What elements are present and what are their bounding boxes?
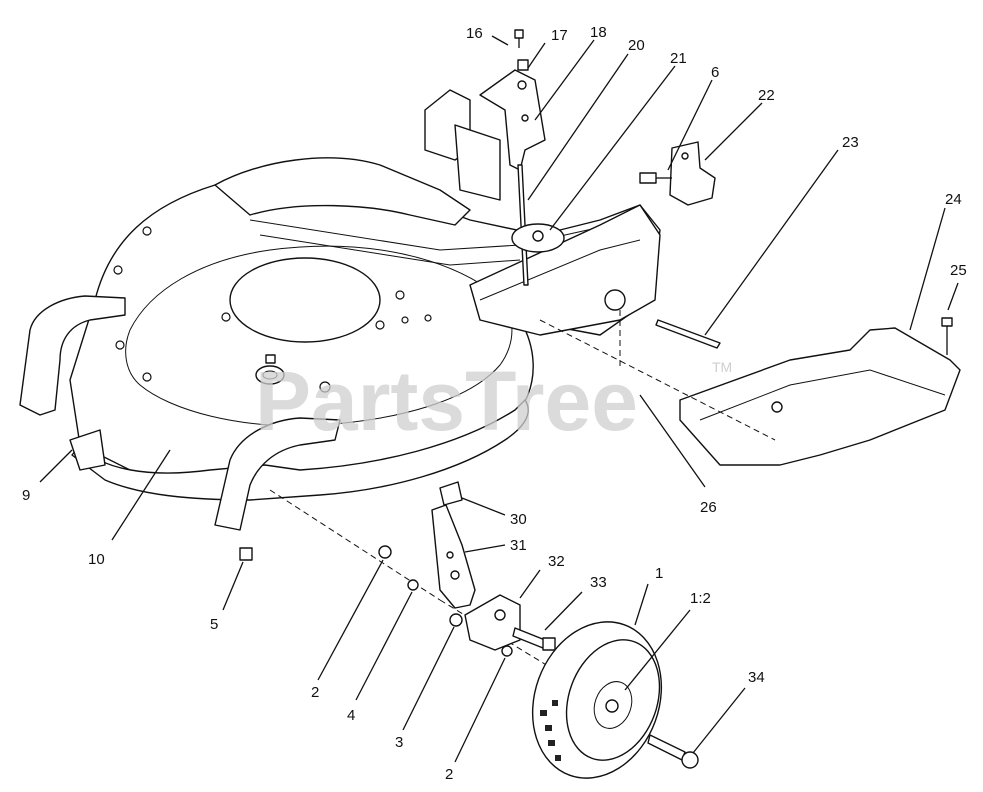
callout-16: 16 [466, 25, 483, 42]
discharge-shield [679, 317, 961, 466]
callout-1-2: 1:2 [690, 590, 711, 607]
leader-lines [39, 35, 959, 763]
watermark-text: PartsTree [255, 354, 638, 448]
callout-9: 9 [22, 487, 30, 504]
callout-4: 4 [347, 707, 355, 724]
callout-26: 26 [700, 499, 717, 516]
callout-20: 20 [628, 37, 645, 54]
watermark-tm: TM [712, 359, 732, 375]
callout-6: 6 [711, 64, 719, 81]
callout-2b: 2 [445, 766, 453, 783]
callout-5: 5 [210, 616, 218, 633]
callout-17: 17 [551, 27, 568, 44]
callout-23: 23 [842, 134, 859, 151]
callout-1: 1 [655, 565, 663, 582]
height-adjust-assembly [479, 29, 721, 349]
callout-10: 10 [88, 551, 105, 568]
callout-31: 31 [510, 537, 527, 554]
callout-24: 24 [945, 191, 962, 208]
callout-25: 25 [950, 262, 967, 279]
callout-34: 34 [748, 669, 765, 686]
callout-21: 21 [670, 50, 687, 67]
callout-3: 3 [395, 734, 403, 751]
callout-18: 18 [590, 24, 607, 41]
callout-32: 32 [548, 553, 565, 570]
callout-22: 22 [758, 87, 775, 104]
callout-30: 30 [510, 511, 527, 528]
callout-2a: 2 [311, 684, 319, 701]
callouts: 16 17 18 20 21 6 22 23 24 25 9 10 26 30 … [22, 24, 967, 783]
callout-33: 33 [590, 574, 607, 591]
mower-deck-housing [19, 89, 661, 531]
wheel-assembly [239, 481, 699, 779]
